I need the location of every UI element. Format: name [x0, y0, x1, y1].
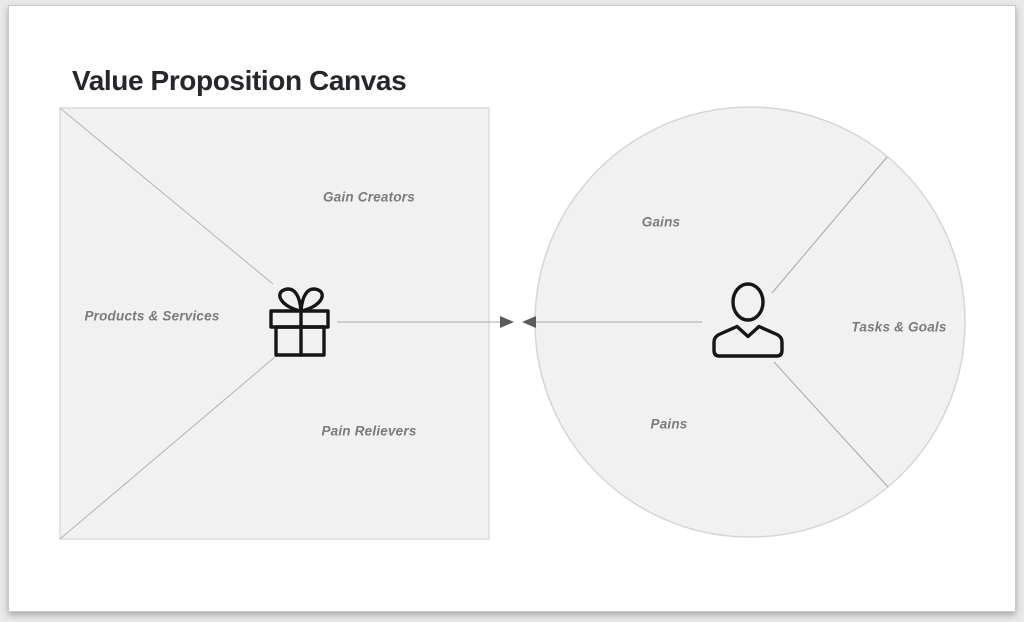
square-diagonal-bottom-line [59, 356, 276, 540]
label-products-services: Products & Services [84, 308, 220, 324]
circle-lower-right-divider-line [773, 361, 889, 488]
label-pain-relievers: Pain Relievers [321, 423, 417, 439]
label-tasks-goals: Tasks & Goals [851, 319, 947, 335]
person-icon [712, 282, 784, 358]
circle-upper-right-divider-line [771, 156, 888, 294]
value-map-square [59, 107, 490, 540]
label-pains: Pains [650, 416, 688, 432]
label-gain-creators: Gain Creators [323, 189, 415, 205]
page-title: Value Proposition Canvas [72, 64, 407, 96]
gift-icon [269, 287, 330, 357]
arrow-right-icon [500, 316, 514, 328]
square-diagonal-top-line [59, 107, 274, 285]
label-gains: Gains [641, 214, 681, 230]
arrow-left-icon [522, 316, 536, 328]
